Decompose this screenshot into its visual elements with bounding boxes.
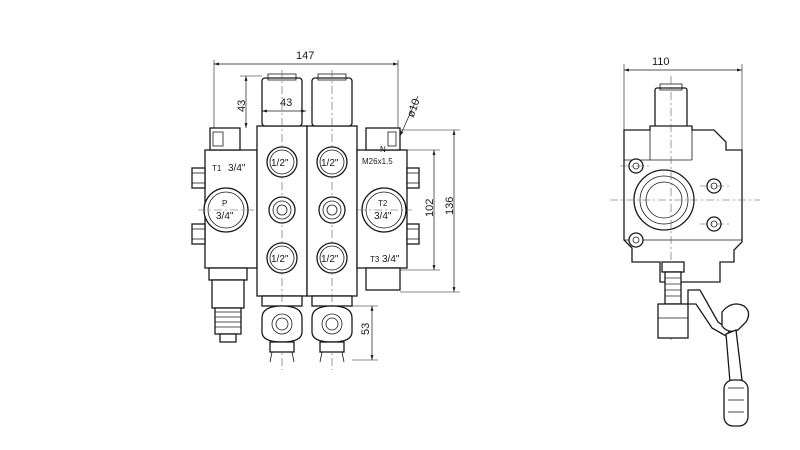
port-p-name: P [222,199,227,208]
work-port-b2-label: 1/2" [321,254,339,265]
port-t2-name: T2 [378,199,388,208]
port-p-size: 3/4" [216,211,234,222]
dim-lever: 53 [352,305,378,361]
port-t1-name: T1 [212,164,222,173]
port-n-thread: M26x1.5 [362,157,393,166]
dim-hole-text: ø10 [405,97,423,119]
dim-top-43-vertical: 43 [236,75,262,128]
port-n-name: N [380,145,386,154]
dim-53-text: 53 [360,323,372,335]
port-t1-size: 3/4" [228,163,246,174]
dim-43-v-text: 43 [236,100,248,112]
port-t3-size: 3/4" [382,254,400,265]
work-port-a2-label: 1/2" [321,158,339,169]
front-view: T1 3/4" P 3/4" T2 3/4" T3 3/4" N M26x1.5… [191,50,460,370]
work-port-b1-label: 1/2" [271,254,289,265]
outlet-section [356,127,420,291]
dim-43-h-text: 43 [280,97,292,109]
side-view: 110 [610,56,760,427]
dim-overall-width: 147 [213,50,399,128]
spool-section-2 [306,70,358,370]
dim-136-text: 136 [444,197,456,215]
dim-top-43-horizontal: 43 [262,97,306,113]
dim-mount-height: 102 [400,149,440,271]
port-t2-size: 3/4" [374,211,392,222]
inlet-section [191,127,258,343]
dim-110-text: 110 [652,56,670,68]
port-t3-name: T3 [370,255,380,264]
lever-handle [721,303,750,427]
dim-side-width: 110 [623,56,743,150]
spool-section-1 [256,70,308,370]
work-port-a1-label: 1/2" [271,158,289,169]
dim-147-text: 147 [296,50,314,62]
dim-102-text: 102 [424,199,436,217]
dim-overall-height: 136 [400,129,460,293]
